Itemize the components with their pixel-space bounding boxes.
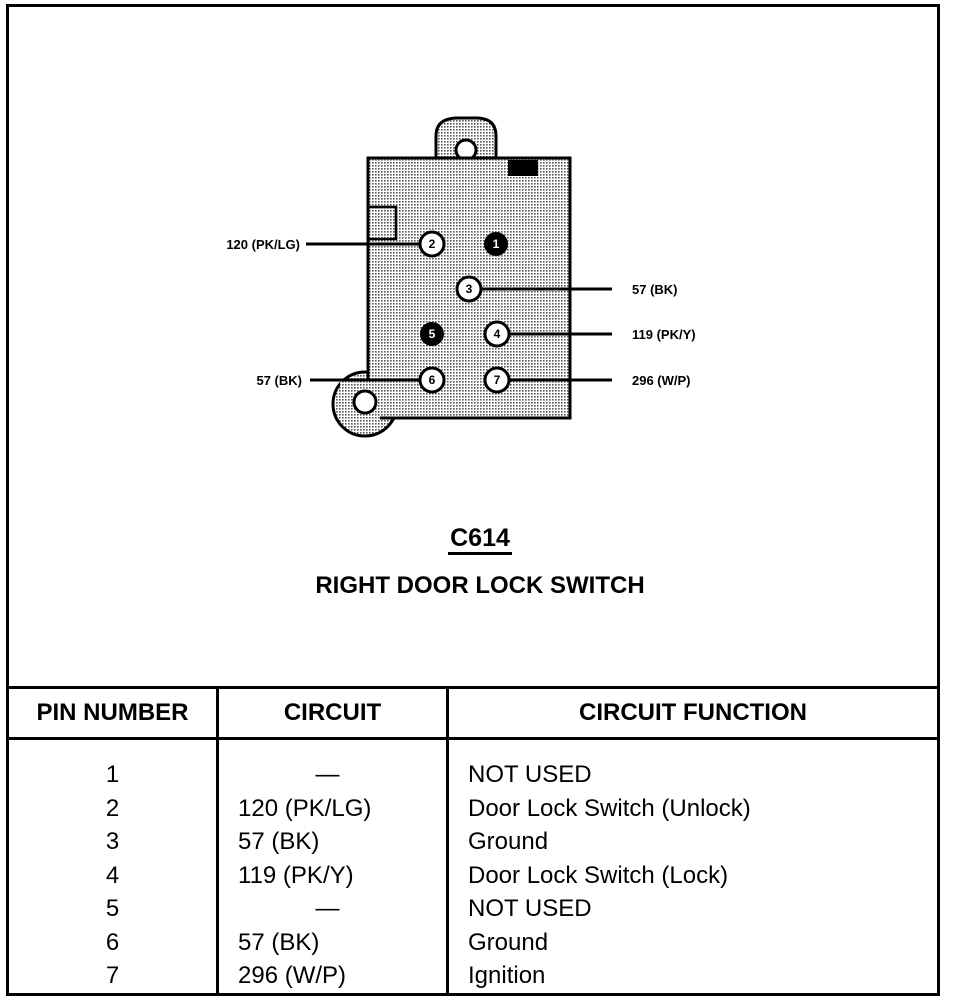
table-cell-circuit: — [315,895,340,922]
table-cell-function: NOT USED [468,761,592,788]
cavity-4: 4 [483,320,511,348]
table-cell-circuit: 57 (BK) [238,928,320,956]
table-cell-pin: 4 [105,861,120,889]
cavity-7-number: 7 [494,373,501,387]
header-circuit: CIRCUIT [216,686,449,740]
cavity-5-number: 5 [429,327,436,341]
connector-id: C614 [448,524,512,555]
table-cell-circuit: 57 (BK) [238,828,320,855]
table-cell-circuit: — [315,761,340,788]
leader-lines [306,242,612,382]
cavity-1: 1 [484,232,508,256]
locking-tab [508,160,538,176]
table-cell-circuit: 120 (PK/LG) [238,794,372,822]
header-circuit-function: CIRCUIT FUNCTION [446,686,940,740]
cavity-6: 6 [418,366,446,394]
wire-label-pin7: 296 (W/P) [632,373,691,388]
cavity-7: 7 [483,366,511,394]
table-cell-pin: 5 [105,895,120,922]
table-cell-pin: 2 [105,794,120,822]
connector-body [331,116,572,438]
table-cell-pin: 7 [105,962,120,989]
wire-label-pin6: 57 (BK) [256,373,302,388]
pin-number-column: 1 2 3 4 5 6 7 [6,738,219,996]
cavity-3-number: 3 [466,282,473,296]
cavity-5: 5 [420,322,444,346]
circuit-column: — 120 (PK/LG) 57 (BK) 119 (PK/Y) — 57 (B… [216,738,449,996]
cavity-4-number: 4 [494,327,501,341]
table-cell-function: Door Lock Switch (Unlock) [468,794,751,822]
connector-id-heading: C614 [0,524,960,555]
cavity-2: 2 [418,230,446,258]
pinout-table: PIN NUMBER CIRCUIT CIRCUIT FUNCTION 1 2 … [6,686,940,996]
table-cell-function: Ignition [468,962,546,989]
cavity-6-number: 6 [429,373,436,387]
connector-name: RIGHT DOOR LOCK SWITCH [315,572,645,599]
wire-label-pin3: 57 (BK) [632,282,678,297]
circuit-function-column: NOT USED Door Lock Switch (Unlock) Groun… [446,738,940,996]
table-cell-function: Door Lock Switch (Lock) [468,861,729,889]
keying-slot [366,205,398,241]
table-cell-circuit: 296 (W/P) [238,962,347,989]
table-header-row: PIN NUMBER CIRCUIT CIRCUIT FUNCTION [6,686,940,740]
table-cell-pin: 1 [105,761,120,788]
table-cell-function: Ground [468,928,549,956]
header-pin-number: PIN NUMBER [6,686,219,740]
cavity-1-number: 1 [493,237,500,251]
cavity-2-number: 2 [429,237,436,251]
table-cell-function: NOT USED [468,895,592,922]
cavity-3: 3 [455,275,483,303]
mounting-hole-bottom [352,389,378,415]
table-cell-circuit: 119 (PK/Y) [238,861,354,889]
table-cell-pin: 3 [105,828,120,855]
wire-label-pin4: 119 (PK/Y) [632,327,696,342]
wire-label-pin2: 120 (PK/LG) [226,237,300,252]
table-cell-pin: 6 [105,928,120,956]
table-cell-function: Ground [468,828,549,855]
table-body: 1 2 3 4 5 6 7 — 120 (PK/LG) 57 (BK) 119 … [6,738,940,996]
